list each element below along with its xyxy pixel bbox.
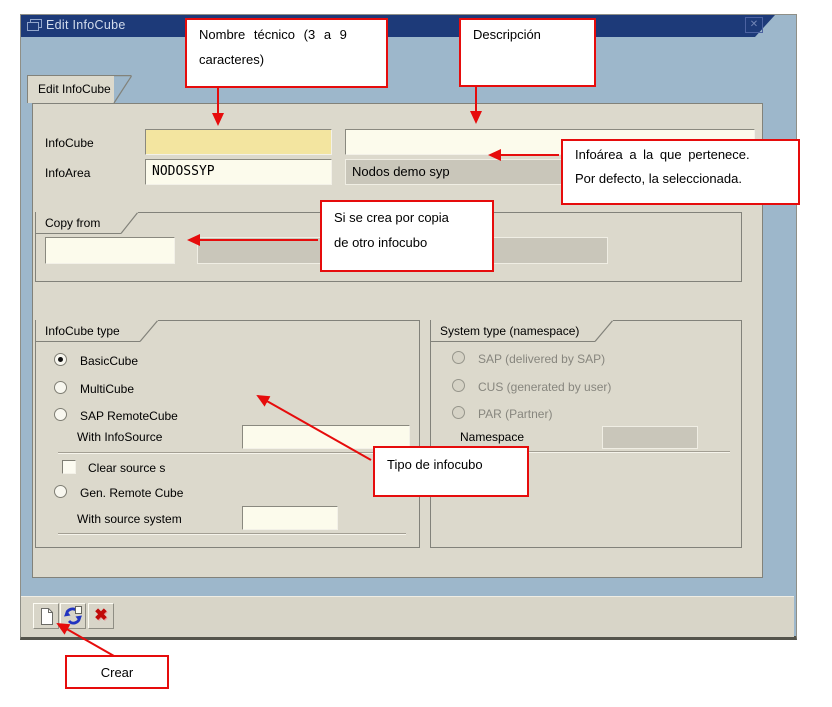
copy-from-tab-label: Copy from: [45, 216, 101, 230]
callout-create-text: Crear: [100, 664, 134, 680]
callout-description-text: Descripción: [473, 27, 541, 42]
infocube-input[interactable]: [145, 129, 332, 155]
callout-create: Crear: [65, 655, 169, 689]
system-type-tab-cover: [431, 319, 613, 322]
copy-refresh-button[interactable]: [60, 603, 86, 629]
radio-basiccube[interactable]: [54, 353, 67, 366]
infocube-type-tab-cover: [36, 319, 158, 322]
radio-cus-generated: [452, 379, 465, 392]
infocube-type-tab-label: InfoCube type: [45, 324, 120, 338]
callout-technical-name-line2: caracteres): [199, 52, 265, 67]
radio-sap-delivered-label: SAP (delivered by SAP): [478, 352, 606, 366]
infocube-label: InfoCube: [45, 136, 94, 150]
copy-refresh-icon: [64, 606, 82, 625]
radio-gen-remote-cube[interactable]: [54, 485, 67, 498]
create-new-icon: [40, 607, 53, 625]
callout-copy-line2: de otro infocubo: [334, 235, 428, 250]
radio-par-partner-label: PAR (Partner): [478, 407, 553, 421]
callout-infoarea: Infoárea a la que pertenece. Por defecto…: [561, 139, 800, 205]
cancel-button[interactable]: ✖: [88, 603, 114, 629]
dialog-toolbar: [21, 596, 794, 637]
cancel-x-icon: ✖: [94, 607, 108, 624]
source-system-separator: [58, 533, 406, 535]
clear-source-label: Clear source s: [88, 461, 166, 475]
window-title: Edit InfoCube: [46, 18, 126, 32]
callout-type: Tipo de infocubo: [373, 446, 529, 497]
system-type-tab-underline: [431, 341, 595, 342]
radio-sap-remotecube[interactable]: [54, 408, 67, 421]
callout-infoarea-line1: Infoárea a la que pertenece.: [575, 147, 750, 162]
window-icon: [27, 19, 42, 31]
infoarea-label: InfoArea: [45, 166, 91, 180]
radio-multicube[interactable]: [54, 381, 67, 394]
callout-copy-line1: Si se crea por copia: [334, 210, 449, 225]
radio-par-partner: [452, 406, 465, 419]
with-infosource-label: With InfoSource: [77, 430, 163, 444]
with-source-system-input[interactable]: [242, 506, 338, 530]
radio-cus-generated-label: CUS (generated by user): [478, 380, 612, 394]
with-source-system-label: With source system: [77, 512, 182, 526]
callout-infoarea-line2: Por defecto, la seleccionada.: [575, 171, 742, 186]
copy-from-tab-cover: [36, 211, 138, 214]
infocube-type-tab-underline: [36, 341, 140, 342]
main-panel-tab-label: Edit InfoCube: [38, 82, 111, 96]
radio-basiccube-label: BasicCube: [80, 354, 139, 368]
copy-from-input[interactable]: [45, 237, 175, 264]
callout-technical-name-line1: Nombre técnico (3 a 9: [199, 27, 347, 42]
close-button[interactable]: ✕: [745, 17, 763, 33]
callout-technical-name: Nombre técnico (3 a 9 caracteres): [185, 18, 388, 88]
create-button[interactable]: [33, 603, 59, 629]
callout-copy: Si se crea por copia de otro infocubo: [320, 200, 494, 272]
infosource-separator: [58, 452, 406, 454]
infoarea-input[interactable]: NODOSSYP: [145, 159, 332, 185]
radio-gen-remote-cube-label: Gen. Remote Cube: [80, 486, 184, 500]
system-type-tab-label: System type (namespace): [440, 324, 580, 338]
radio-sap-delivered: [452, 351, 465, 364]
namespace-label: Namespace: [460, 430, 525, 444]
copy-from-tab-underline: [36, 233, 121, 234]
namespace-field: [602, 426, 698, 449]
namespace-separator: [448, 451, 730, 453]
main-panel-tab: [27, 75, 114, 103]
title-bar: [21, 15, 775, 37]
callout-type-text: Tipo de infocubo: [387, 457, 483, 472]
clear-source-checkbox[interactable]: [62, 460, 76, 474]
callout-description: Descripción: [459, 18, 596, 87]
radio-multicube-label: MultiCube: [80, 382, 135, 396]
radio-sap-remotecube-label: SAP RemoteCube: [80, 409, 178, 423]
